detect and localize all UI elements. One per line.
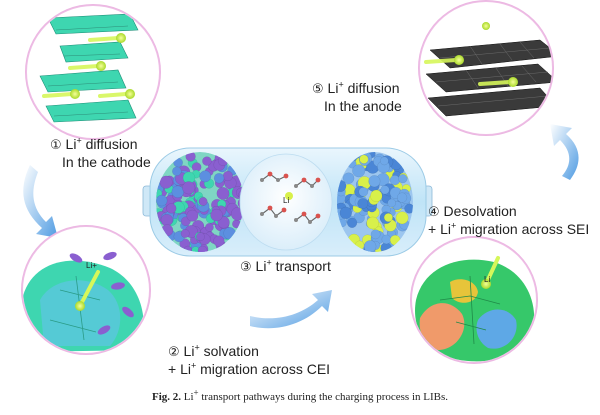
arrow-anode-up <box>550 124 579 180</box>
electrode-particle <box>379 156 389 166</box>
electrode-particle <box>185 152 196 162</box>
electrode-particle <box>357 198 369 210</box>
step2-number: ② <box>168 345 180 360</box>
electrode-particle <box>213 172 225 184</box>
electrode-particle <box>363 240 377 252</box>
figure-caption: Fig. 2. Li+ transport pathways during th… <box>151 387 449 403</box>
electrode-particle <box>171 185 185 199</box>
electrode-particle <box>397 192 408 203</box>
electrode-particle <box>195 232 205 242</box>
electrode-particle <box>197 245 208 252</box>
step3-label: ③ Li+ transport <box>240 257 331 275</box>
step1-label: ① Li+ diffusion In the cathode <box>50 135 151 170</box>
step3-number: ③ <box>240 260 252 275</box>
electrode-particle <box>370 229 381 240</box>
electrode-particle <box>166 203 177 214</box>
step2-label: ② Li+ solvation + Li+ migration across C… <box>168 342 331 377</box>
electrode-particle <box>205 223 214 232</box>
anode-li-label: Li <box>484 275 490 284</box>
electrode-particle <box>339 206 352 220</box>
step4-number: ④ <box>428 205 440 220</box>
figure-number: Fig. 2. <box>151 391 182 403</box>
electrode-particle <box>370 189 383 203</box>
electrode-particle <box>404 203 413 214</box>
electrolyte-region <box>239 153 333 251</box>
electrode-particle <box>159 175 173 189</box>
electrode-particle <box>342 172 355 184</box>
electrode-particle <box>366 216 380 230</box>
electrode-particle <box>358 186 369 197</box>
electrode-particle <box>202 156 212 166</box>
electrode-particle <box>381 234 392 245</box>
electrode-particle <box>213 235 225 247</box>
electrode-particle <box>398 174 408 184</box>
electrode-particle <box>172 166 182 177</box>
electrode-particle <box>182 181 196 195</box>
electrode-particle <box>352 164 366 178</box>
inset-desolvation <box>410 236 538 364</box>
curved-arrows <box>23 124 579 329</box>
step5-number: ⑤ <box>312 82 324 97</box>
li-ion-tracks <box>42 36 128 98</box>
electrode-particle <box>160 214 173 227</box>
step4-label: ④ Desolvation + Li+ migration across SEI <box>428 203 590 237</box>
electrode-particle <box>222 170 234 182</box>
electrode-particle <box>368 175 381 188</box>
electrode-particle <box>380 185 390 195</box>
electrode-particle <box>359 154 369 164</box>
electrode-particle <box>198 197 208 206</box>
electrode-particle <box>156 194 168 207</box>
electrode-particle <box>186 209 199 222</box>
electrode-particle <box>216 186 230 200</box>
arrow-cathode-to-solvation <box>23 165 58 238</box>
electrode-particle <box>180 229 190 238</box>
electrode-particle <box>199 170 212 183</box>
electrode-particle <box>387 198 397 208</box>
step1-number: ① <box>50 138 62 153</box>
electrode-particle <box>383 212 393 222</box>
graphite-sheets <box>425 39 552 117</box>
electrode-particle <box>210 208 223 222</box>
solvation-li-label: Li+ <box>86 261 97 270</box>
inset-anode-diffusion <box>418 0 554 136</box>
battery-cell <box>142 147 433 257</box>
inset-solvation <box>21 225 151 355</box>
step5-label: ⑤ Li+ diffusion In the anode <box>312 79 402 114</box>
electrolyte-li-label: Li <box>283 196 289 205</box>
arrow-to-transport <box>250 290 332 329</box>
electrode-particle <box>347 217 358 228</box>
electrode-particle <box>395 211 409 225</box>
anode-particles <box>337 152 413 252</box>
inset-cathode-diffusion <box>25 4 161 140</box>
electrode-particle <box>389 175 401 186</box>
